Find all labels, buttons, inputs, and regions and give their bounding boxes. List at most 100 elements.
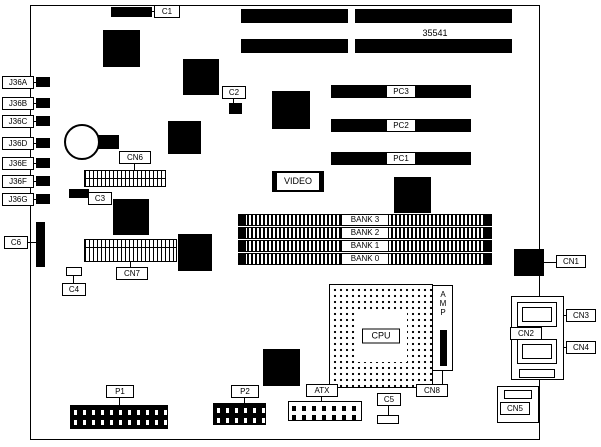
amp-bar [440,330,447,366]
label-cn4: CN4 [566,341,596,354]
video-connector: VIDEO [272,171,324,192]
label-c4: C4 [62,283,86,296]
label-j36d: J36D [2,137,34,150]
ic-chip [183,59,219,95]
leader-line [321,397,322,401]
leader-line [130,262,131,267]
leader-line [33,181,37,182]
leader-line [33,82,37,83]
leader-line [119,398,120,405]
label-cn7: CN7 [116,267,148,280]
label-j36e: J36E [2,157,34,170]
label-c1: C1 [154,5,180,18]
slot-end [484,228,491,238]
memory-slot-bank2: BANK 2 [238,227,492,239]
expansion-slot [241,39,348,53]
label-j36a: J36A [2,76,34,89]
connector-j36g [36,194,50,204]
leader-line [388,406,389,415]
ic-chip [263,349,300,386]
dsub-connector-cn4 [517,339,557,364]
memory-bank-label: BANK 3 [341,214,389,226]
component-c5 [377,415,399,424]
slot-end [239,241,246,251]
label-j36b: J36B [2,97,34,110]
label-amp: AMP [438,290,448,317]
pci-slot-pc1: PC1 [331,152,471,165]
leader-line [33,199,37,200]
memory-bank-label: BANK 0 [341,253,389,265]
component-c2 [229,103,242,114]
pci-slot-pc3: PC3 [331,85,471,98]
label-atx: ATX [306,384,338,397]
label-j36g: J36G [2,193,34,206]
leader-line [33,103,37,104]
label-c3: C3 [88,192,112,205]
dsub-inner [522,344,552,359]
ic-chip [272,91,310,129]
leader-line [27,242,36,243]
atx-power-connector [288,401,362,421]
leader-line [544,262,556,263]
memory-bank-label: BANK 2 [341,227,389,239]
memory-slot-bank3: BANK 3 [238,214,492,226]
label-cn2: CN2 [510,327,542,340]
ic-chip [178,234,212,271]
label-cn3: CN3 [566,309,596,322]
label-cn6: CN6 [119,151,151,164]
amp-component: AMP [432,285,453,371]
expansion-slot [355,39,512,53]
connector-j36d [36,138,50,148]
leader-line [244,398,245,403]
slot-end [484,254,491,264]
label-j36f: J36F [2,175,34,188]
ic-chip [113,199,149,235]
cn5-inner [504,390,532,399]
connector-small [519,369,555,378]
memory-bank-label: BANK 1 [341,240,389,252]
leader-line [134,163,135,170]
capacitor-c1 [111,7,152,17]
slot-end [484,215,491,225]
connector-c6 [36,222,45,267]
pci-slot-label: PC2 [386,119,416,132]
leader-line [33,163,37,164]
label-c2: C2 [222,86,246,99]
connector-cn6 [84,170,166,187]
pci-slot-label: PC1 [386,152,416,165]
connector-j36a [36,77,50,87]
connector-j36e [36,158,50,168]
leader-line [442,371,443,384]
connector-j36b [36,98,50,108]
component-c3 [69,189,89,198]
label-p2: P2 [231,385,259,398]
ic-chip [168,121,201,154]
memory-slot-bank0: BANK 0 [238,253,492,265]
leader-line [73,276,74,283]
connector-p2 [213,403,266,425]
battery [64,124,100,160]
ic-chip [103,30,140,67]
cpu-socket: CPU [329,284,433,388]
dsub-inner [522,307,552,322]
slot-end [239,215,246,225]
leader-line [233,99,234,103]
expansion-slot [355,9,512,23]
pci-slot-label: PC3 [386,85,416,98]
leader-line [33,121,37,122]
slot-end [239,254,246,264]
slot-end [239,228,246,238]
label-cpu: CPU [362,328,400,344]
connector-cn7 [84,239,177,262]
label-c5: C5 [377,393,401,406]
pci-slot-pc2: PC2 [331,119,471,132]
leader-line [152,11,154,12]
connector-j36f [36,176,50,186]
leader-line [33,143,37,144]
label-j36c: J36C [2,115,34,128]
connector-cn1 [514,249,544,276]
connector-j36c [36,116,50,126]
connector-p1 [70,405,168,429]
part-number: 35541 [422,28,448,38]
